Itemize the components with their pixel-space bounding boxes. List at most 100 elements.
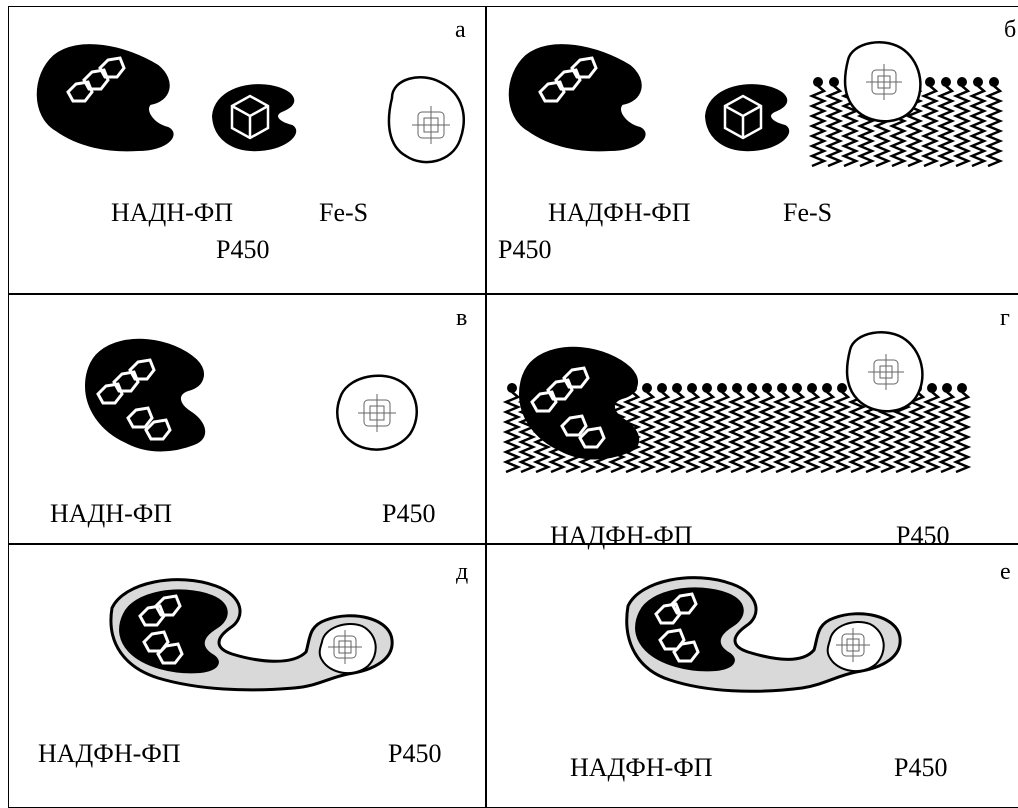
flavin-rings-icon [66,56,126,103]
lipid-head [762,383,772,393]
lipid-tail [952,391,972,474]
nadph-fp-protein [508,44,646,152]
lipid-head [747,383,757,393]
lipid-tail [937,391,957,474]
nadh-fp-protein [84,338,205,452]
lipid-tail [847,391,867,474]
panel-b-drawing [508,41,1004,168]
flavin-rings-icon [654,592,700,663]
fes-cluster-icon [723,94,763,140]
panel-letter: е [1000,559,1011,585]
label-fp: НАДФН-ФП [548,198,691,227]
p450-protein [318,623,377,675]
figure-grid: а НАДН-ФП Fe-S P450 [8,6,1018,808]
panel-b: б НАДФН-ФП Fe-S P450 [486,6,1018,293]
lipid-tail [637,391,657,474]
lipid-tail [824,85,844,168]
lipid-head [642,383,652,393]
label-fp: НАДН-ФП [50,499,173,528]
lipid-head [657,383,667,393]
lipid-head [829,77,839,87]
lipid-head [507,383,517,393]
fes-protein [211,84,297,152]
nadph-fp-protein [518,346,639,460]
lipid-head [957,383,967,393]
panel-d: д НАДФН-ФП P450 [8,544,485,808]
lipid-head [957,77,967,87]
lipid-tail [922,391,942,474]
heme-icon [866,64,902,100]
lipid-head [777,383,787,393]
lipid-head [687,383,697,393]
lipid-tail [667,391,687,474]
label-fp: НАДН-ФП [111,198,234,227]
heme-icon [328,630,362,664]
lipid-head [732,383,742,393]
lipid-tail [742,391,762,474]
flavin-rings-icon [138,594,184,665]
panel-d-drawing [109,578,394,692]
lipid-tail [802,391,822,474]
flavin-rings-icon [530,366,606,449]
label-fp: НАДФН-ФП [38,739,181,768]
label-p450: P450 [498,235,552,264]
lipid-tail [757,391,777,474]
panel-letter: б [1004,17,1017,43]
panel-g-drawing [502,331,972,474]
panel-letter: а [455,17,466,43]
heme-icon [868,354,904,390]
heme-icon [836,628,870,662]
p450-protein [387,76,465,164]
lipid-head [813,77,823,87]
panel-e-drawing [625,576,902,693]
lipid-tail [697,391,717,474]
label-p450: P450 [894,753,948,782]
lipid-head [717,383,727,393]
panel-v: в НАДН-ФП P450 [8,294,485,543]
heme-icon [358,394,396,432]
lipid-tail [772,391,792,474]
lipid-tail [832,391,852,474]
lipid-head [792,383,802,393]
lipid-head [942,383,952,393]
lipid-head [837,383,847,393]
lipid-tail [652,391,672,474]
lipid-tail [920,85,940,168]
panel-letter: в [456,305,468,331]
nadh-fp-protein [36,44,174,152]
panel-e: е НАДФН-ФП P450 [486,544,1018,808]
lipid-tail [502,391,522,474]
lipid-head [702,383,712,393]
lipid-tail [936,85,956,168]
label-fes: Fe-S [783,198,833,227]
panel-a-drawing [36,44,465,164]
lipid-tail [907,391,927,474]
p450-protein [826,621,885,673]
panel-a: а НАДН-ФП Fe-S P450 [8,6,485,293]
lipid-tail [817,391,837,474]
lipid-head [672,383,682,393]
column-divider [485,6,487,808]
lipid-head [989,77,999,87]
lipid-tail [682,391,702,474]
lipid-tail [787,391,807,474]
label-p450: P450 [216,235,270,264]
fes-cluster-icon [230,94,270,140]
panel-g: г НАДФН-ФП P450 [486,294,1018,550]
panel-v-drawing [84,338,418,452]
lipid-tail [984,85,1004,168]
flavin-rings-icon [96,358,172,441]
panel-letter: г [1000,305,1010,331]
flavin-rings-icon [538,56,598,103]
label-p450: P450 [896,521,950,550]
row-divider-1 [8,293,1018,295]
lipid-tail [727,391,747,474]
label-fp: НАДФН-ФП [570,753,713,782]
lipid-head [822,383,832,393]
lipid-tail [968,85,988,168]
label-fp: НАДФН-ФП [550,521,693,550]
lipid-head [941,77,951,87]
label-p450: P450 [388,739,442,768]
panel-letter: д [456,559,469,585]
lipid-head [925,77,935,87]
